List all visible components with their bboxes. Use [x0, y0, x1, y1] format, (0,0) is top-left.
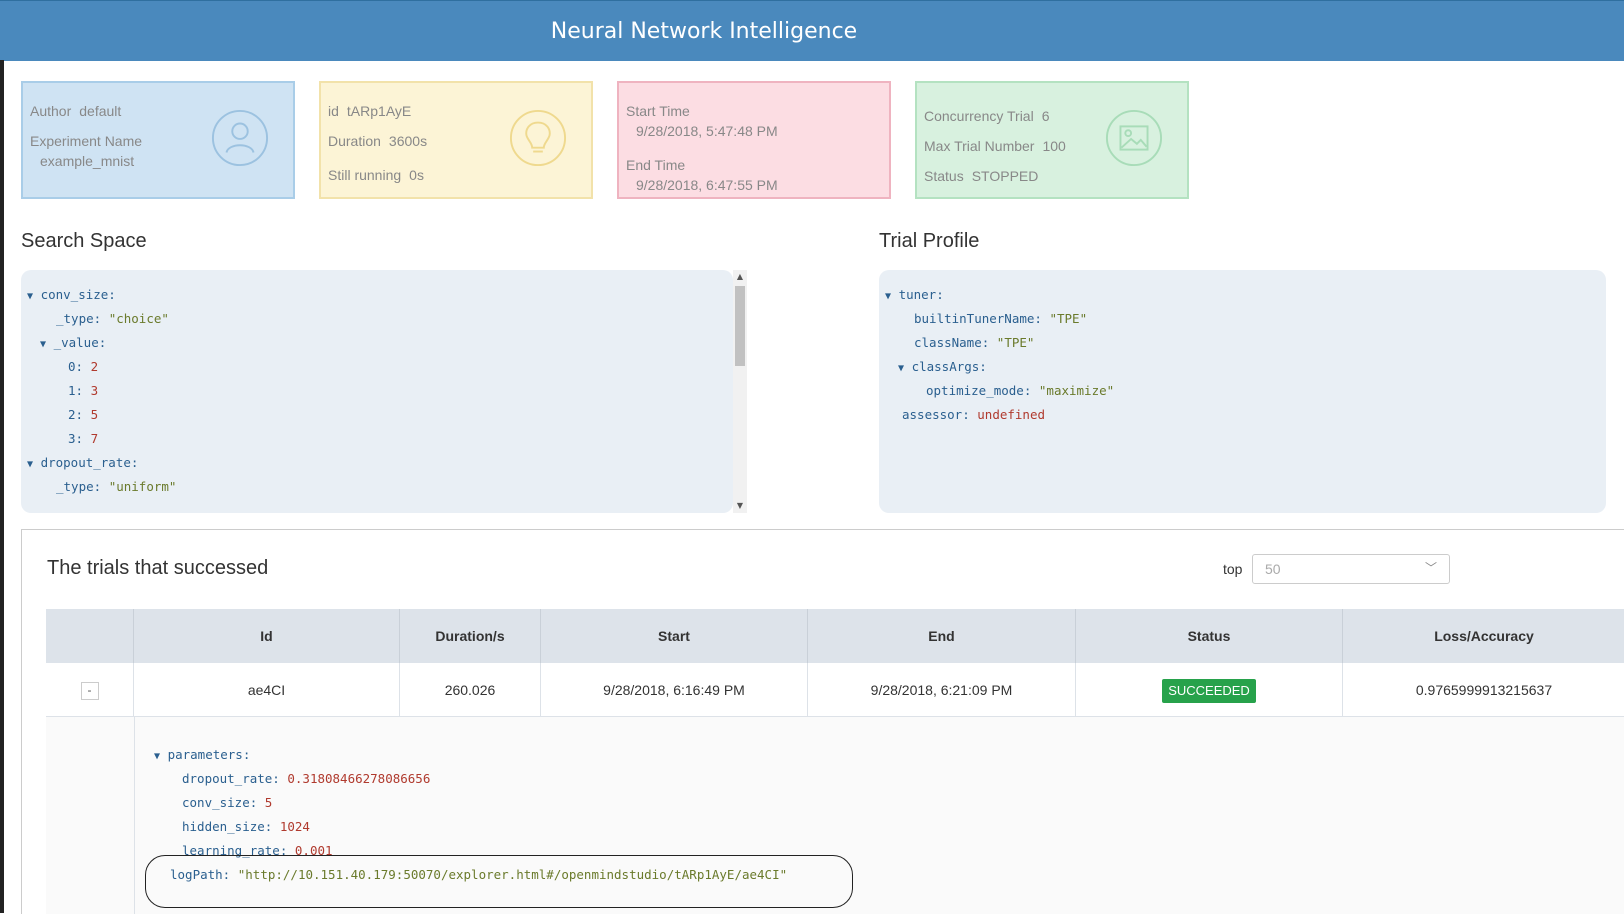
search-space-title: Search Space	[21, 230, 147, 253]
left-edge	[0, 60, 4, 913]
tp-key: assessor:	[902, 407, 970, 422]
trial-profile-title: Trial Profile	[879, 230, 979, 253]
ss-value: "uniform"	[109, 479, 177, 494]
id-label: id	[328, 103, 339, 119]
column-header-id[interactable]: Id	[134, 609, 400, 663]
ss-key: 2:	[68, 407, 83, 422]
column-header-start[interactable]: Start	[541, 609, 808, 663]
image-icon	[1105, 109, 1163, 167]
start-time-value: 9/28/2018, 5:47:48 PM	[636, 123, 778, 139]
top-select[interactable]: 50 ﹀	[1252, 554, 1450, 584]
ss-key: _value:	[54, 335, 107, 350]
author-card: Author default Experiment Name example_mn…	[21, 81, 295, 199]
trial-accuracy-cell: 0.9765999913215637	[1343, 663, 1624, 717]
experiment-name-label: Experiment Name	[30, 133, 142, 149]
trial-id-cell: ae4CI	[134, 663, 400, 717]
still-running-label: Still running	[328, 167, 401, 183]
end-time-label: End Time	[626, 157, 685, 173]
lightbulb-icon	[509, 109, 567, 167]
parameters-key: parameters:	[168, 747, 251, 762]
top-label: top	[1223, 561, 1242, 577]
param-key: conv_size:	[182, 795, 257, 810]
column-header-accuracy[interactable]: Loss/Accuracy	[1343, 609, 1624, 663]
column-header-end[interactable]: End	[808, 609, 1076, 663]
ss-key: conv_size:	[41, 287, 116, 302]
search-space-panel[interactable]: ▼ conv_size: _type: "choice" ▼ _value: 0…	[21, 270, 733, 513]
ss-value: 7	[91, 431, 99, 446]
tp-key: className:	[914, 335, 989, 350]
trials-title: The trials that successed	[47, 557, 268, 580]
expand-arrow-icon[interactable]: ▼	[27, 291, 33, 302]
column-header-duration[interactable]: Duration/s	[400, 609, 541, 663]
search-space-scrollbar[interactable]: ▲ ▼	[733, 270, 747, 513]
max-trial-value: 100	[1042, 138, 1065, 154]
tp-key: builtinTunerName:	[914, 311, 1042, 326]
duration-label: Duration	[328, 133, 381, 149]
scroll-up-icon[interactable]: ▲	[735, 271, 745, 283]
ss-key: _type:	[56, 479, 101, 494]
param-key: dropout_rate:	[182, 771, 280, 786]
tp-value: "TPE"	[997, 335, 1035, 350]
ss-value: 5	[91, 407, 99, 422]
param-key: hidden_size:	[182, 819, 272, 834]
ss-key: dropout_rate:	[41, 455, 139, 470]
column-header-status[interactable]: Status	[1076, 609, 1343, 663]
ss-key: 1:	[68, 383, 83, 398]
tp-key: tuner:	[899, 287, 944, 302]
expand-arrow-icon[interactable]: ▼	[27, 459, 33, 470]
tp-value: "maximize"	[1039, 383, 1114, 398]
status-label: Status	[924, 168, 964, 184]
concurrency-label: Concurrency Trial	[924, 108, 1034, 124]
user-icon	[211, 109, 269, 167]
detail-left-cell	[46, 717, 135, 914]
experiment-name-value: example_mnist	[40, 153, 134, 169]
still-running-value: 0s	[409, 167, 424, 183]
param-value: 1024	[280, 819, 310, 834]
duration-value: 3600s	[389, 133, 427, 149]
author-value: default	[79, 103, 121, 119]
trial-start-cell: 9/28/2018, 6:16:49 PM	[541, 663, 808, 717]
expand-arrow-icon[interactable]: ▼	[885, 291, 891, 302]
status-value: STOPPED	[972, 168, 1039, 184]
chevron-down-icon: ﹀	[1425, 559, 1437, 576]
table-row-expand-cell: -	[46, 663, 134, 717]
column-header-expand	[46, 609, 134, 663]
trial-status-cell: SUCCEEDED	[1076, 663, 1343, 717]
time-card: Start Time 9/28/2018, 5:47:48 PM End Tim…	[617, 81, 891, 199]
expand-arrow-icon[interactable]: ▼	[40, 339, 46, 350]
experiment-id-card: id tARp1AyE Duration 3600s Still running 0s	[319, 81, 593, 199]
scroll-down-icon[interactable]: ▼	[735, 500, 745, 512]
author-label: Author	[30, 103, 71, 119]
param-value: 0.31808466278086656	[287, 771, 430, 786]
trial-duration-cell: 260.026	[400, 663, 541, 717]
ss-key: _type:	[56, 311, 101, 326]
top-select-value: 50	[1265, 561, 1281, 577]
scrollbar-thumb[interactable]	[735, 286, 745, 366]
ss-key: 3:	[68, 431, 83, 446]
ss-value: 2	[91, 359, 99, 374]
highlight-annotation	[145, 855, 853, 908]
ss-value: 3	[91, 383, 99, 398]
app-title: Neural Network Intelligence	[0, 19, 1408, 44]
end-time-value: 9/28/2018, 6:47:55 PM	[636, 177, 778, 193]
collapse-row-button[interactable]: -	[81, 682, 99, 700]
id-value: tARp1AyE	[347, 103, 411, 119]
status-card: Concurrency Trial 6 Max Trial Number 100 S…	[915, 81, 1189, 199]
expand-arrow-icon[interactable]: ▼	[154, 751, 160, 762]
ss-key: 0:	[68, 359, 83, 374]
start-time-label: Start Time	[626, 103, 690, 119]
concurrency-value: 6	[1042, 108, 1050, 124]
param-value: 5	[265, 795, 273, 810]
tp-value: "TPE"	[1049, 311, 1087, 326]
max-trial-label: Max Trial Number	[924, 138, 1034, 154]
app-header: Neural Network Intelligence	[0, 0, 1624, 61]
status-badge: SUCCEEDED	[1162, 679, 1256, 703]
ss-value: "choice"	[109, 311, 169, 326]
tp-value: undefined	[977, 407, 1045, 422]
tp-key: classArgs:	[912, 359, 987, 374]
trial-profile-panel[interactable]: ▼ tuner: builtinTunerName: "TPE" classNa…	[879, 270, 1606, 513]
tp-key: optimize_mode:	[926, 383, 1031, 398]
trial-end-cell: 9/28/2018, 6:21:09 PM	[808, 663, 1076, 717]
expand-arrow-icon[interactable]: ▼	[898, 363, 904, 374]
